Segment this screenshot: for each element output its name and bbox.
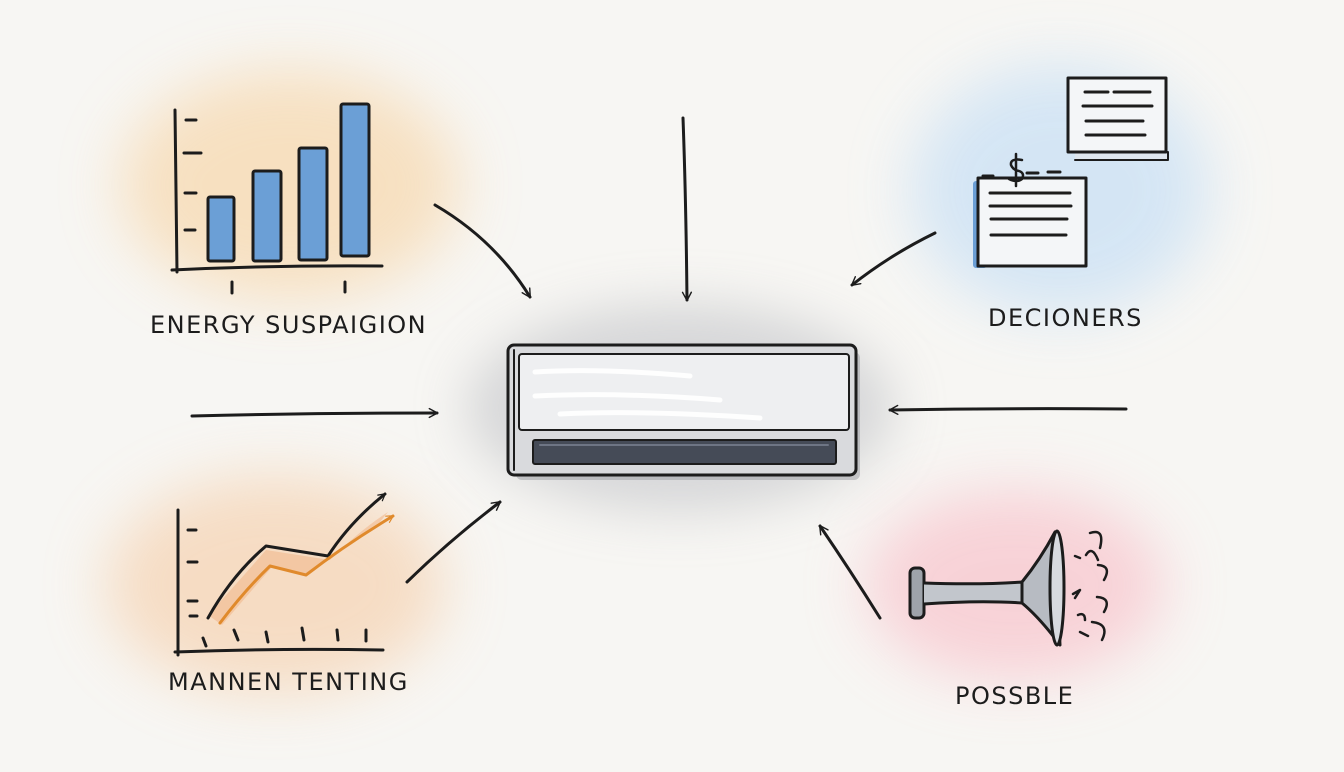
air-waves bbox=[1071, 530, 1109, 642]
bar-4 bbox=[339, 102, 371, 258]
label-decioners: DECIONERS bbox=[988, 304, 1143, 332]
label-mannen-tenting: MANNEN TENTING bbox=[168, 668, 409, 696]
wash-orange-bottom-left bbox=[105, 475, 445, 695]
ac-vent bbox=[532, 439, 837, 465]
trend-x-axis bbox=[173, 647, 385, 654]
arrow-from-top bbox=[681, 116, 693, 302]
arrows bbox=[190, 116, 1128, 620]
ac-sheen bbox=[532, 368, 763, 421]
arrow-from-top-right bbox=[850, 231, 937, 287]
trend-line-black bbox=[206, 492, 387, 620]
doc-front-dash-top bbox=[981, 170, 1062, 178]
arrow-from-bottom-right bbox=[818, 524, 882, 620]
bar-chart-x-axis bbox=[170, 264, 384, 272]
doc-back bbox=[1066, 76, 1168, 154]
arrow-from-top-left bbox=[433, 203, 532, 299]
label-energy-suspaigion: ENERGY SUSPAIGION bbox=[150, 311, 428, 339]
bar-2 bbox=[251, 169, 283, 263]
trend-chart-icon bbox=[173, 492, 395, 657]
horn-back-cap bbox=[908, 566, 926, 620]
trend-area-fill bbox=[208, 512, 388, 625]
horn-rim bbox=[1048, 529, 1066, 647]
arrow-from-bottom-left bbox=[405, 500, 502, 584]
bar-chart-icon bbox=[170, 102, 384, 295]
wash-orange-top-left bbox=[120, 70, 460, 300]
bar-1 bbox=[206, 195, 236, 263]
trend-line-orange bbox=[218, 514, 395, 625]
trend-ticks bbox=[186, 528, 368, 648]
arrow-from-left bbox=[190, 407, 439, 419]
bar-chart-ticks bbox=[182, 118, 347, 295]
horn-neck bbox=[922, 580, 1024, 606]
label-possble: POSSBLE bbox=[955, 682, 1075, 710]
bar-chart-y-axis bbox=[173, 108, 179, 274]
ac-front-panel bbox=[518, 353, 850, 431]
dollar-sign bbox=[1007, 152, 1025, 188]
doc-back-lines bbox=[1081, 90, 1154, 137]
air-conditioner-icon bbox=[506, 343, 860, 480]
documents-icon bbox=[973, 76, 1169, 268]
horn-fan-icon bbox=[908, 529, 1109, 647]
bar-3 bbox=[297, 146, 329, 262]
arrow-from-right bbox=[888, 404, 1128, 415]
doc-front-lines bbox=[988, 191, 1073, 237]
doc-front bbox=[976, 176, 1088, 268]
